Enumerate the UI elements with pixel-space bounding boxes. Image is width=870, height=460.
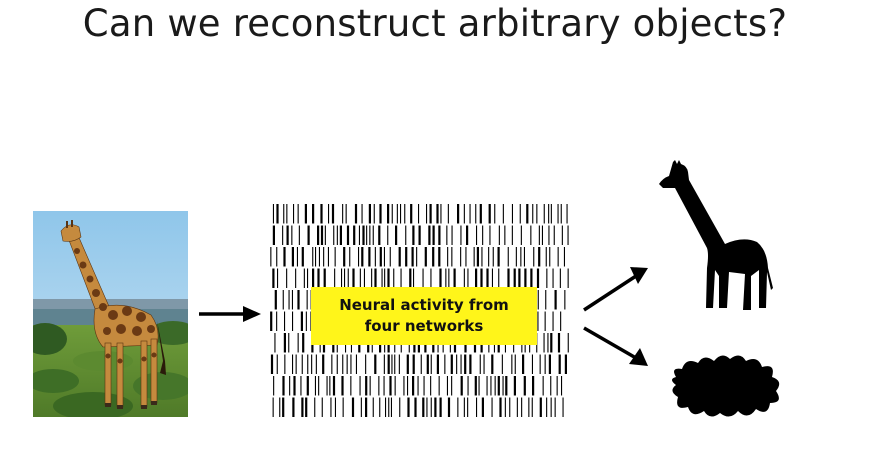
- output-arrows: [578, 262, 653, 376]
- giraffe-photo: [33, 211, 188, 417]
- arrow-up-right-icon: [583, 267, 648, 312]
- input-arrow-icon: [197, 303, 263, 329]
- blob-silhouette-icon: [668, 349, 786, 427]
- slide-title: Can we reconstruct arbitrary objects?: [82, 2, 788, 45]
- giraffe-silhouette-icon: [655, 158, 780, 322]
- neural-activity-text: Neural activity from four networks: [339, 296, 509, 335]
- neural-activity-label: Neural activity from four networks: [311, 287, 537, 345]
- arrow-down-right-icon: [583, 326, 648, 366]
